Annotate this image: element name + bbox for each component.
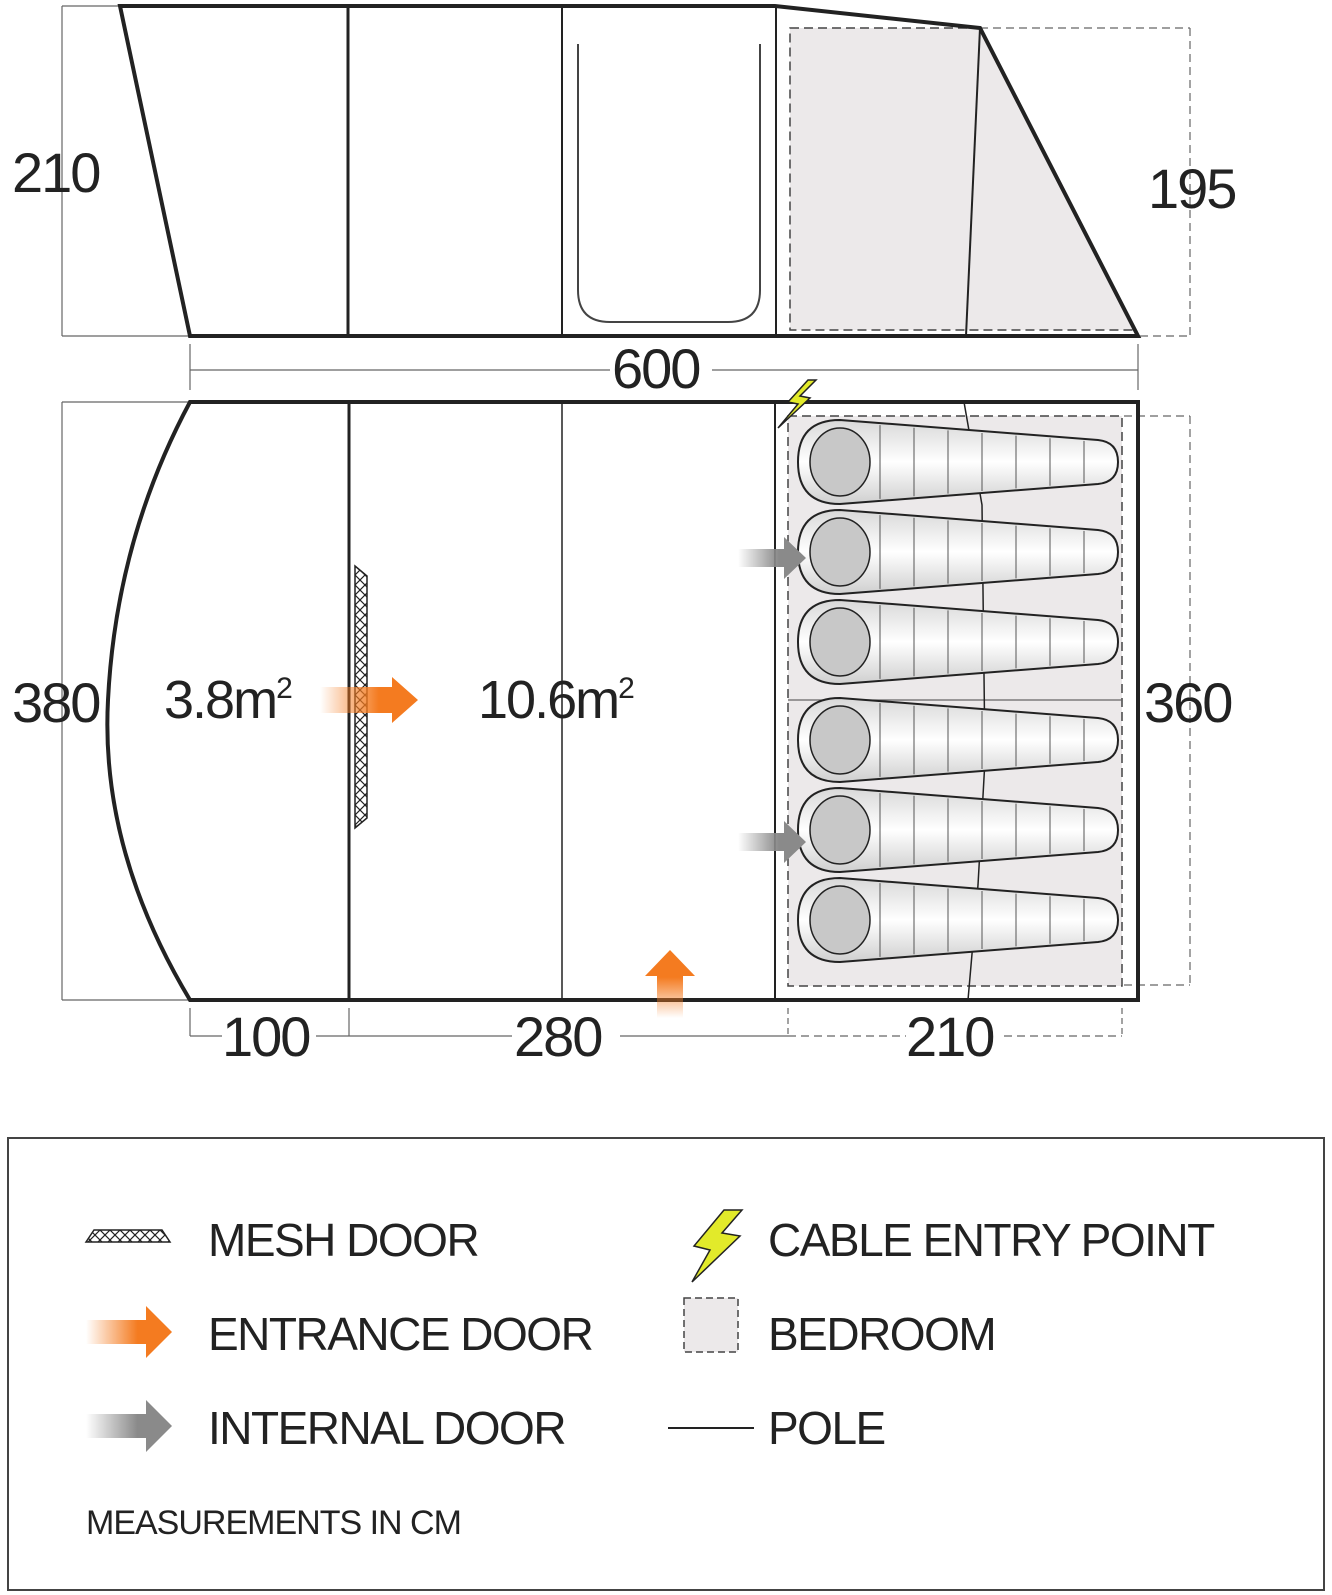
side-window	[577, 44, 761, 323]
legend-bedroom: BEDROOM	[768, 1308, 995, 1360]
side-bedroom-outline	[789, 27, 1137, 331]
section-length-bedroom: 210	[906, 1005, 993, 1068]
sleeping-bag	[796, 786, 1120, 874]
area-porch: 3.8m2	[164, 670, 292, 730]
side-pole	[965, 27, 981, 337]
side-length: 600	[612, 337, 699, 400]
sleeping-bag	[796, 876, 1120, 964]
cable-entry-legend-icon	[691, 1209, 744, 1283]
area-living: 10.6m2	[478, 670, 634, 730]
internal-door-arrow	[738, 821, 806, 863]
entrance-door-icon	[86, 1306, 172, 1358]
floor-plan: 3.8m2 10.6m2 380 360	[12, 379, 1233, 1018]
entrance-door-arrow	[320, 677, 418, 723]
sleeping-bag	[796, 598, 1120, 686]
sleeping-bag	[796, 508, 1120, 596]
floor-outline	[105, 400, 1140, 1002]
mesh-door-icon	[84, 1229, 172, 1243]
legend: MESH DOOR ENTRANCE DOOR INTERNAL DOOR CA…	[7, 1137, 1325, 1591]
floor-width-left: 380	[12, 671, 99, 734]
section-length-porch: 100	[222, 1005, 309, 1068]
bedroom-outline	[787, 415, 1123, 987]
side-view: 210 195	[12, 3, 1237, 338]
legend-mesh-door: MESH DOOR	[208, 1214, 478, 1266]
legend-entrance-door: ENTRANCE DOOR	[208, 1308, 593, 1360]
section-dimensions: 100 280 210	[189, 1005, 1123, 1068]
side-height-right: 195	[1148, 157, 1235, 220]
legend-box	[7, 1137, 1325, 1591]
sleeping-bag	[796, 696, 1120, 784]
floor-width-right: 360	[1144, 671, 1231, 734]
side-outline	[117, 3, 1142, 338]
cable-entry-icon	[777, 379, 818, 429]
internal-door-icon	[86, 1400, 172, 1452]
sleeping-bag	[796, 418, 1120, 506]
measurements-note: MEASUREMENTS IN CM	[86, 1504, 461, 1542]
side-bedroom-fill	[790, 28, 1135, 330]
sleeping-bags	[796, 418, 1120, 964]
length-dimension: 600	[189, 337, 1139, 400]
legend-internal-door: INTERNAL DOOR	[208, 1402, 565, 1454]
legend-pole: POLE	[768, 1402, 885, 1454]
legend-cable-entry: CABLE ENTRY POINT	[768, 1214, 1215, 1266]
internal-door-arrow	[738, 537, 806, 579]
entrance-door-arrow-bottom	[645, 950, 695, 1018]
section-length-living: 280	[514, 1005, 601, 1068]
side-height-left: 210	[12, 141, 99, 204]
bedroom-legend-icon	[683, 1297, 739, 1353]
